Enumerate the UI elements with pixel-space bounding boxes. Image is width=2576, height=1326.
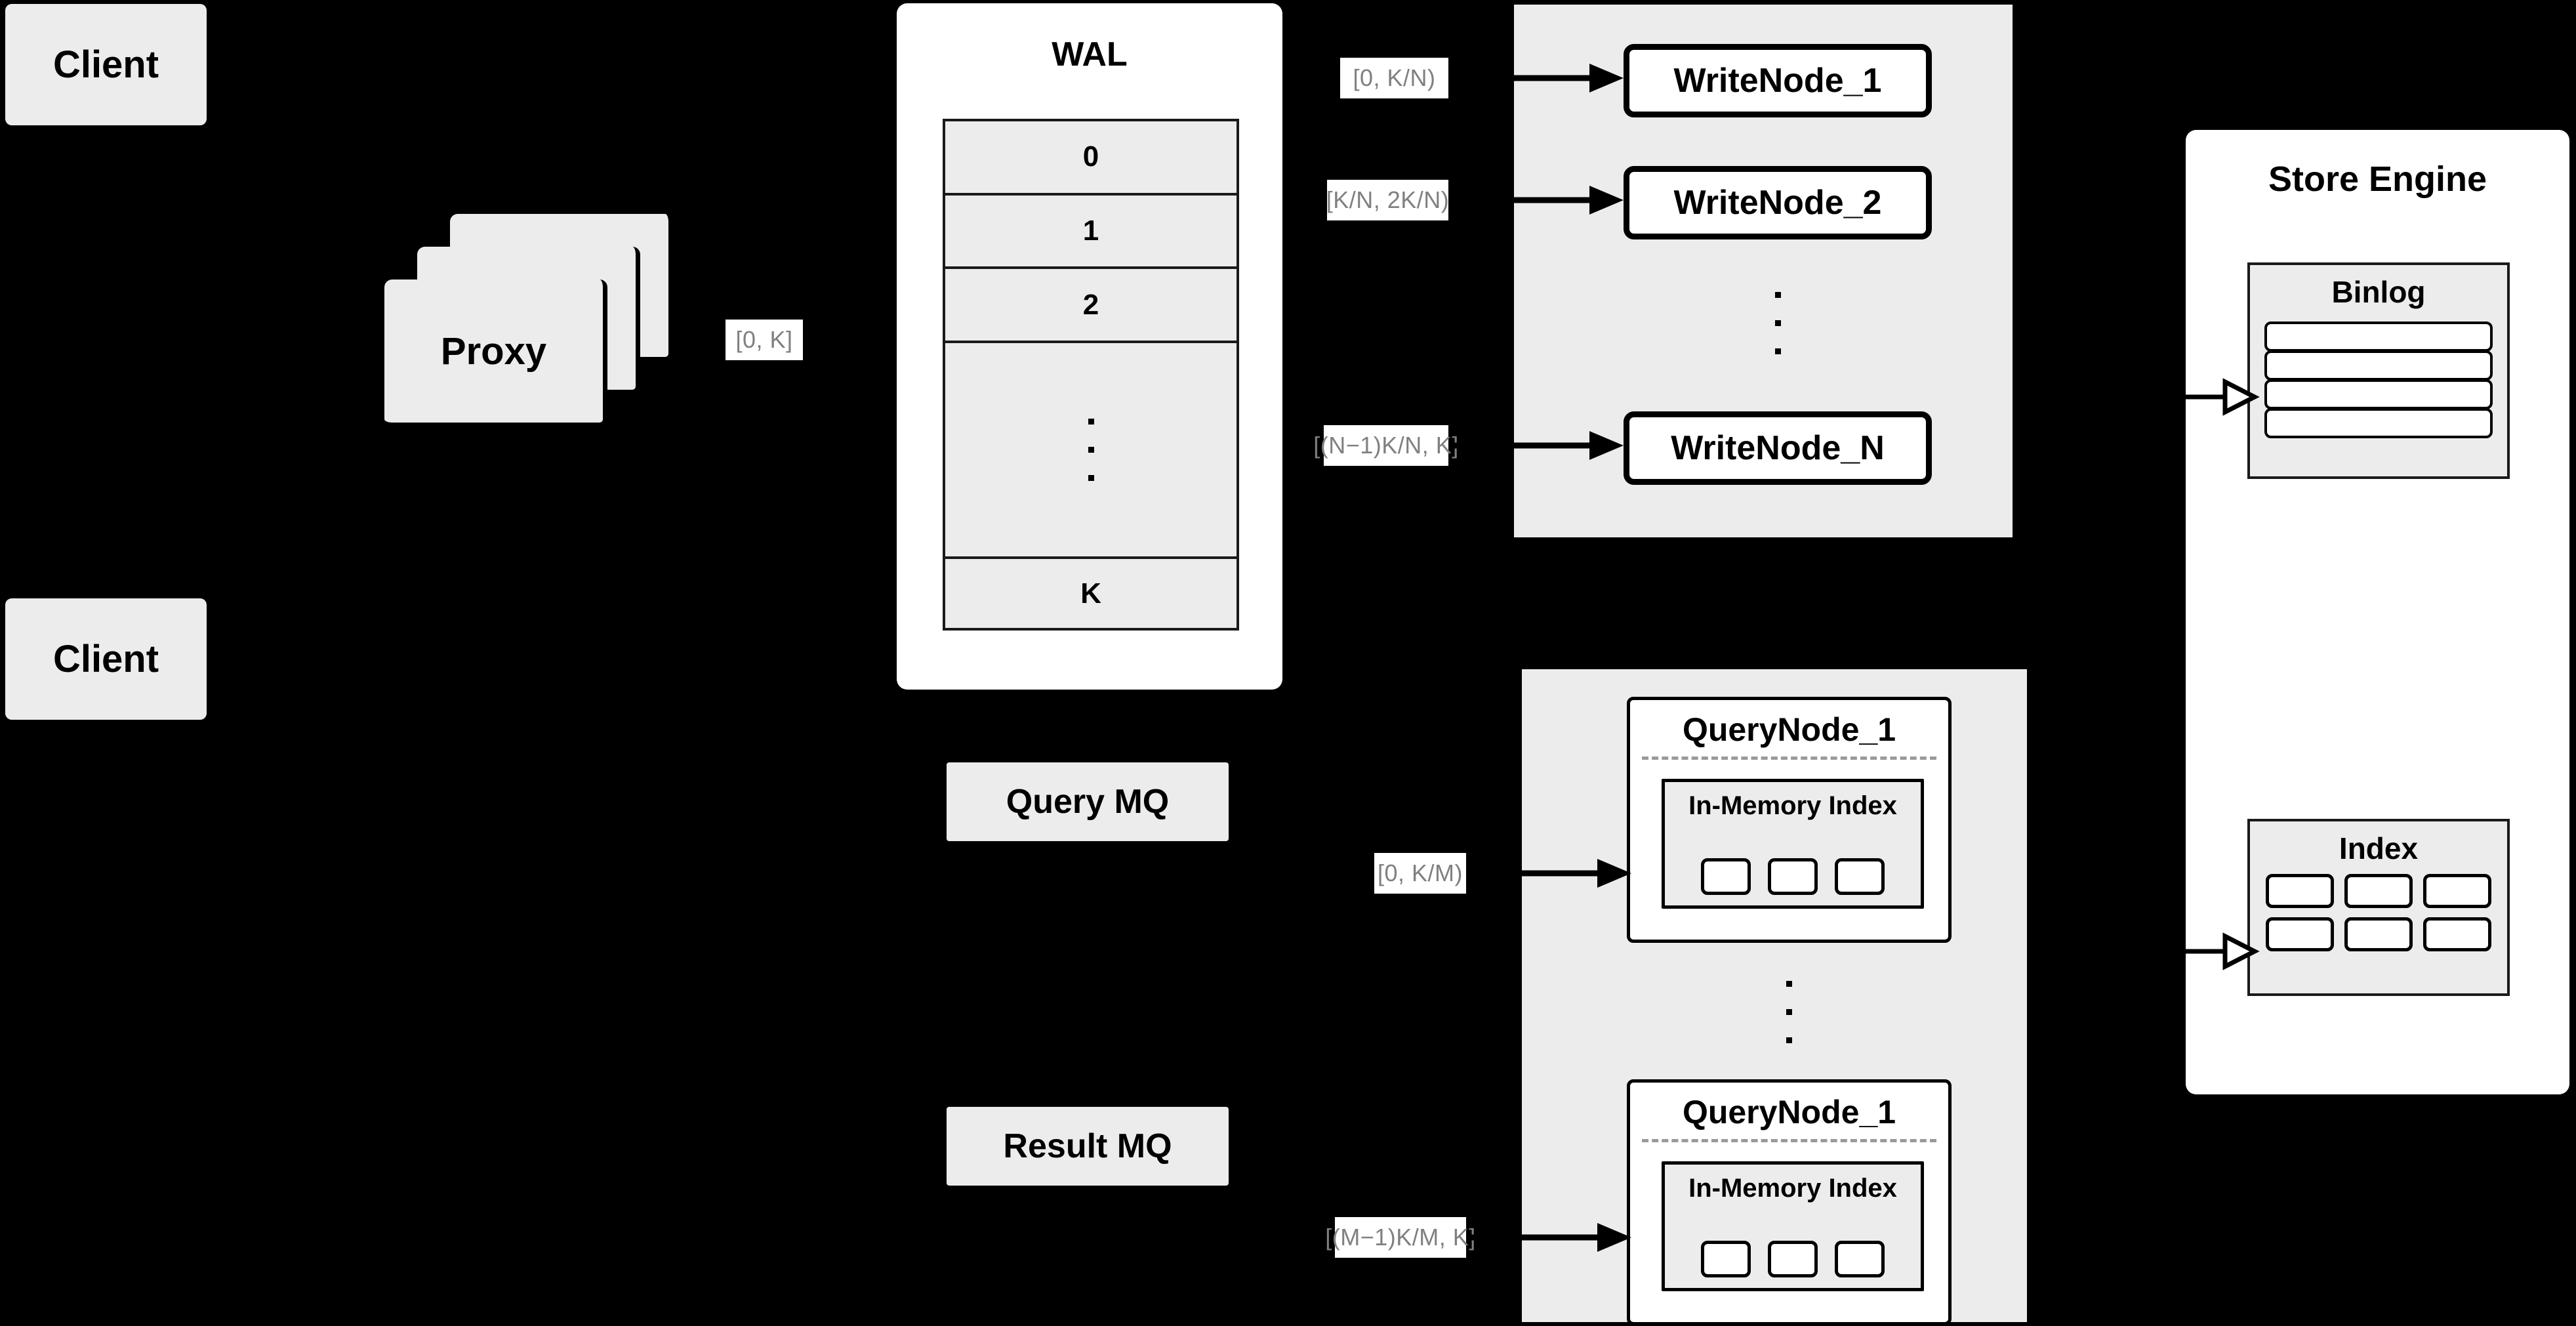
query-node-divider: [1642, 756, 1936, 760]
in-memory-index-chips: [1665, 1241, 1921, 1277]
client-label: Client: [52, 638, 159, 680]
in-memory-index-title: In-Memory Index: [1688, 791, 1897, 820]
index-chip: [2344, 917, 2413, 951]
arrow-to-binlog: [2186, 378, 2260, 416]
query-node-title: QueryNode_1: [1682, 1094, 1896, 1130]
dot-icon: [1774, 348, 1781, 354]
dot-icon: [1786, 1009, 1792, 1015]
dot-icon: [1088, 447, 1094, 453]
query-node-cluster: QueryNode_1 In-Memory Index QueryNode_1: [1522, 669, 2027, 1325]
wal-row: K: [945, 559, 1237, 629]
wal-row: 2: [945, 269, 1237, 344]
in-memory-index-title: In-Memory Index: [1688, 1174, 1897, 1203]
store-engine-title: Store Engine: [2268, 159, 2487, 199]
write-node-label: WriteNode_N: [1671, 429, 1885, 467]
dot-icon: [1786, 981, 1792, 987]
binlog-box: Binlog: [2247, 262, 2510, 479]
dot-icon: [1774, 320, 1781, 326]
query-node-divider: [1642, 1139, 1936, 1142]
client-box-1[interactable]: Client: [5, 4, 207, 125]
in-memory-index-chips: [1665, 858, 1921, 895]
interval-label-write-node-n: [(N−1)K/N, K]: [1313, 425, 1458, 466]
wal-table: 0 1 2 K: [943, 119, 1239, 631]
write-node-cluster: WriteNode_1 WriteNode_2 WriteNode_N: [1514, 5, 2013, 537]
index-chip: [2423, 874, 2491, 908]
wal-row: 0: [945, 121, 1237, 196]
write-node-n[interactable]: WriteNode_N: [1624, 411, 1932, 485]
interval-label-write-node-1: [0, K/N): [1340, 58, 1448, 98]
query-mq-box[interactable]: Query MQ: [947, 762, 1229, 841]
write-node-2[interactable]: WriteNode_2: [1624, 166, 1932, 239]
index-chip: [2344, 874, 2413, 908]
index-chip: [2266, 917, 2334, 951]
query-mq-label: Query MQ: [1006, 783, 1170, 821]
interval-label-query-node-1: [0, K/M): [1374, 853, 1466, 894]
index-chip: [1835, 1241, 1885, 1277]
client-box-2[interactable]: Client: [5, 598, 207, 720]
arrow-to-write-node-2: [1448, 186, 1624, 215]
binlog-row: [2264, 321, 2493, 352]
index-chip: [1768, 1241, 1818, 1277]
proxy-stack[interactable]: Proxy: [384, 214, 693, 430]
arrow-to-write-node-1: [1448, 64, 1624, 93]
proxy-card-front[interactable]: Proxy: [384, 280, 607, 427]
index-title: Index: [2339, 831, 2419, 865]
query-node-title: QueryNode_1: [1682, 711, 1896, 748]
query-node-1[interactable]: QueryNode_1 In-Memory Index: [1627, 697, 1952, 943]
wal-panel: WAL 0 1 2 K: [897, 3, 1282, 690]
client-label: Client: [52, 43, 159, 86]
in-memory-index-box: In-Memory Index: [1662, 779, 1924, 909]
store-engine-panel: Store Engine Binlog Index: [2186, 130, 2569, 1094]
query-node-m[interactable]: QueryNode_1 In-Memory Index: [1627, 1079, 1952, 1325]
index-chip: [2423, 917, 2491, 951]
proxy-label: Proxy: [440, 329, 547, 373]
wal-row-ellipsis: [945, 343, 1237, 560]
dot-icon: [1786, 1037, 1792, 1043]
binlog-rows: [2264, 321, 2493, 438]
binlog-title: Binlog: [2331, 275, 2426, 309]
index-chip: [1835, 858, 1885, 895]
dot-icon: [1088, 475, 1094, 482]
dot-icon: [1088, 419, 1094, 425]
arrow-to-query-node-1: [1466, 859, 1631, 888]
index-chip: [1701, 858, 1751, 895]
arrow-to-index: [2186, 932, 2260, 970]
query-cluster-ellipsis: [1627, 958, 1952, 1066]
write-cluster-ellipsis: [1624, 267, 1932, 379]
index-chip: [1768, 858, 1818, 895]
index-grid: [2266, 874, 2491, 951]
result-mq-box[interactable]: Result MQ: [947, 1107, 1229, 1186]
index-chip: [1701, 1241, 1751, 1277]
result-mq-label: Result MQ: [1003, 1127, 1172, 1165]
binlog-row: [2264, 408, 2493, 438]
arrow-to-write-node-n: [1448, 431, 1624, 460]
write-node-1[interactable]: WriteNode_1: [1624, 44, 1932, 117]
index-chip: [2266, 874, 2334, 908]
interval-label-proxy-to-wal: [0, K]: [726, 320, 803, 360]
interval-label-write-node-2: [K/N, 2K/N): [1326, 180, 1449, 220]
wal-title: WAL: [1052, 35, 1128, 73]
interval-label-query-node-m: [(M−1)K/M, K]: [1325, 1217, 1475, 1258]
arrow-to-query-node-m: [1466, 1223, 1631, 1252]
dot-icon: [1774, 291, 1781, 298]
binlog-row: [2264, 350, 2493, 381]
index-box: Index: [2247, 819, 2510, 996]
write-node-label: WriteNode_2: [1673, 184, 1882, 222]
wal-row: 1: [945, 195, 1237, 270]
binlog-row: [2264, 379, 2493, 409]
in-memory-index-box: In-Memory Index: [1662, 1161, 1924, 1291]
write-node-label: WriteNode_1: [1673, 62, 1882, 100]
